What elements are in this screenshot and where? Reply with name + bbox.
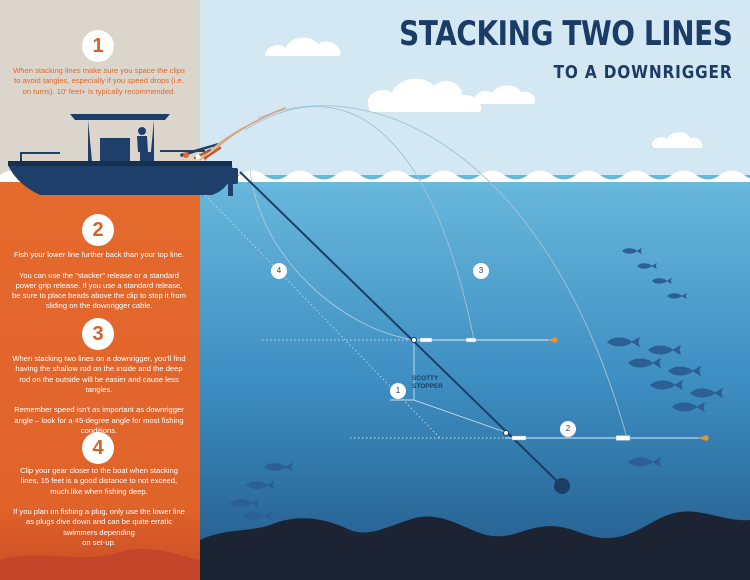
page-title: STACKING TWO LINES bbox=[398, 14, 733, 54]
fishing-lines bbox=[204, 105, 628, 439]
lake-bottom bbox=[200, 511, 750, 580]
clouds bbox=[265, 37, 703, 148]
line-label-4: 4 bbox=[271, 263, 287, 279]
line-3 bbox=[244, 106, 475, 341]
step-1-number: 1 bbox=[82, 30, 114, 62]
line-label-2: 2 bbox=[560, 421, 576, 437]
water bbox=[200, 175, 750, 580]
line-4 bbox=[204, 194, 441, 439]
scotty-stopper-label: SCOTTY STOPPER bbox=[412, 375, 443, 391]
step-3-number: 3 bbox=[82, 318, 114, 350]
lower-lure-rig bbox=[503, 430, 709, 441]
step-3-text: When stacking two lines on a downrigger,… bbox=[12, 354, 186, 435]
step-4-text: Clip your gear closer to the boat when s… bbox=[13, 466, 185, 547]
line-1 bbox=[249, 169, 415, 341]
step-4-number: 4 bbox=[82, 432, 114, 464]
line-label-3: 3 bbox=[473, 263, 489, 279]
rods bbox=[183, 107, 286, 161]
step-2-text: Fish your lower line further back than y… bbox=[12, 250, 186, 311]
step-1-text: When stacking lines make sure you space … bbox=[13, 66, 185, 96]
upper-lure-rig bbox=[411, 337, 558, 343]
page-subtitle: TO A DOWNRIGGER bbox=[553, 62, 732, 83]
boat bbox=[8, 114, 238, 196]
downrigger-ball bbox=[554, 478, 570, 494]
step-2-number: 2 bbox=[82, 214, 114, 246]
line-label-1: 1 bbox=[390, 383, 406, 399]
line-2 bbox=[257, 105, 628, 439]
